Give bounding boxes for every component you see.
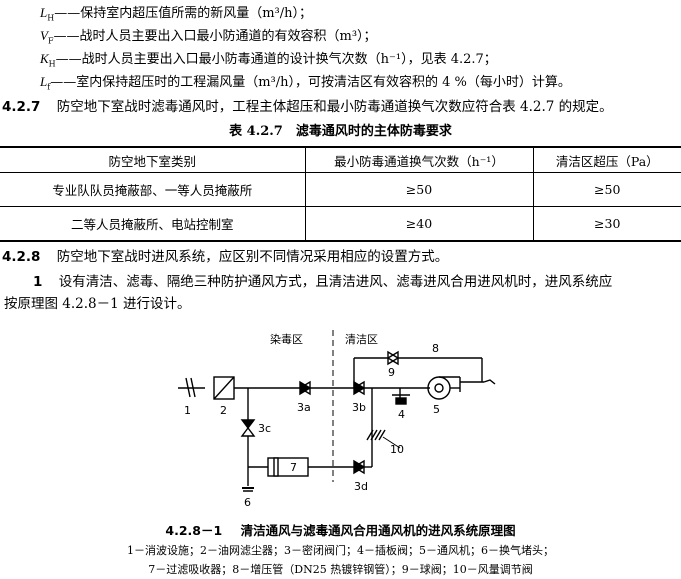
- def-symbol: L: [40, 74, 48, 89]
- definition-lf: Lf——室内保持超压时的工程漏风量（m³/h），可按清洁区有效容积的 4 %（每…: [40, 71, 571, 92]
- clause-number: 4.2.8: [2, 249, 41, 265]
- figure-legend-line2: 7－过滤吸收器；8－增压管（DN25 热镀锌钢管）；9－球阀；10－风量调节阀: [148, 563, 533, 576]
- def-subscript: H: [48, 59, 56, 69]
- label-5: 5: [433, 403, 440, 416]
- fan: [427, 376, 451, 400]
- def-subscript: F: [47, 36, 54, 46]
- valve-3a: [299, 380, 312, 396]
- table-cell: 专业队队员掩蔽部、一等人员掩蔽所: [0, 172, 305, 207]
- label-8: 8: [432, 342, 439, 355]
- table-title: 表 4.2.7 滤毒通风时的主体防毒要求: [229, 124, 452, 139]
- definition-lh: LH——保持室内超压值所需的新风量（m³/h）；: [40, 2, 312, 23]
- table-header-row: 防空地下室类别 最小防毒通道换气次数（h⁻¹） 清洁区超压（Pa）: [0, 146, 681, 173]
- table-cell: ≥50: [304, 172, 533, 207]
- figure-legend-line1: 1－消波设施；2－油网滤尘器；3－密闭阀门；4－插板阀；5－通风机；6－换气堵头…: [127, 544, 554, 557]
- def-text: ——室内保持超压时的工程漏风量（m³/h），可按清洁区有效容积的 4 %（每小时…: [50, 75, 571, 90]
- clause-text: 防空地下室战时滤毒通风时，工程主体超压和最小防毒通道换气次数应符合表 4.2.7…: [56, 99, 613, 115]
- table-header-cell: 最小防毒通道换气次数（h⁻¹）: [304, 146, 533, 173]
- valve-3b: [353, 380, 366, 396]
- definition-kh: KH——战时人员主要出入口最小防毒通道的设计换气次数（h⁻¹），见表 4.2.7…: [40, 48, 497, 69]
- table-header-cell: 清洁区超压（Pa）: [532, 146, 681, 173]
- clause-number: 4.2.7: [2, 99, 41, 115]
- clause-4-2-8: 4.2.8 防空地下室战时进风系统，应区别不同情况采用相应的设置方式。: [2, 245, 448, 265]
- table-cell: 二等人员掩蔽所、电站控制室: [0, 206, 305, 242]
- label-3b: 3b: [352, 401, 366, 414]
- table-cell: ≥50: [532, 172, 681, 207]
- label-2: 2: [220, 404, 227, 417]
- def-symbol: V: [40, 28, 48, 43]
- label-3d: 3d: [354, 480, 368, 493]
- label-10: 10: [390, 443, 404, 456]
- def-text: ——战时人员主要出入口最小防通道的有效容积（m³）；: [53, 29, 377, 44]
- label-4: 4: [398, 408, 405, 421]
- definition-vf: VF——战时人员主要出入口最小防通道的有效容积（m³）；: [40, 25, 377, 46]
- clause-4-2-7: 4.2.7 防空地下室战时滤毒通风时，工程主体超压和最小防毒通道换气次数应符合表…: [2, 95, 613, 115]
- table-cell: ≥30: [532, 206, 681, 242]
- clause-text: 防空地下室战时进风系统，应区别不同情况采用相应的设置方式。: [56, 249, 449, 265]
- label-1: 1: [184, 404, 191, 417]
- item-1-line2: 按原理图 4.2.8－1 进行设计。: [4, 296, 191, 312]
- table-row: 专业队队员掩蔽部、一等人员掩蔽所 ≥50 ≥50: [0, 172, 681, 207]
- def-subscript: f: [47, 82, 51, 92]
- label-6: 6: [244, 496, 251, 509]
- zone-label-right: 清洁区: [345, 333, 378, 346]
- figure-title: 4.2.8－1 清洁通风与滤毒通风合用通风机的进风系统原理图: [0, 520, 681, 539]
- spec-table: 防空地下室类别 最小防毒通道换气次数（h⁻¹） 清洁区超压（Pa） 专业队队员掩…: [0, 146, 681, 242]
- item-1-line1: 1 设有清洁、滤毒、隔绝三种防护通风方式，且清洁进风、滤毒进风合用进风机时，进风…: [33, 270, 612, 290]
- item-number: 1: [33, 274, 43, 290]
- def-symbol: L: [40, 5, 48, 20]
- def-text: ——战时人员主要出入口最小防毒通道的设计换气次数（h⁻¹），见表 4.2.7；: [55, 52, 497, 67]
- figure-number: 4.2.8－1: [165, 523, 223, 538]
- item-text: 设有清洁、滤毒、隔绝三种防护通风方式，且清洁进风、滤毒进风合用进风机时，进风系统…: [58, 274, 613, 290]
- valve-3c: [240, 419, 256, 430]
- table-row: 二等人员掩蔽所、电站控制室 ≥40 ≥30: [0, 206, 681, 242]
- ball-valve: [387, 350, 400, 366]
- label-3a: 3a: [297, 401, 311, 414]
- figure-title-text: 清洁通风与滤毒通风合用通风机的进风系统原理图: [240, 523, 516, 538]
- def-symbol: K: [40, 51, 49, 66]
- zone-label-left: 染毒区: [270, 332, 303, 346]
- label-9: 9: [388, 366, 395, 379]
- table-cell: ≥40: [304, 206, 533, 242]
- def-subscript: H: [47, 13, 55, 23]
- def-text: ——保持室内超压值所需的新风量（m³/h）；: [54, 6, 313, 21]
- label-7: 7: [290, 461, 297, 474]
- label-3c: 3c: [258, 422, 271, 435]
- valve-3d: [353, 459, 366, 475]
